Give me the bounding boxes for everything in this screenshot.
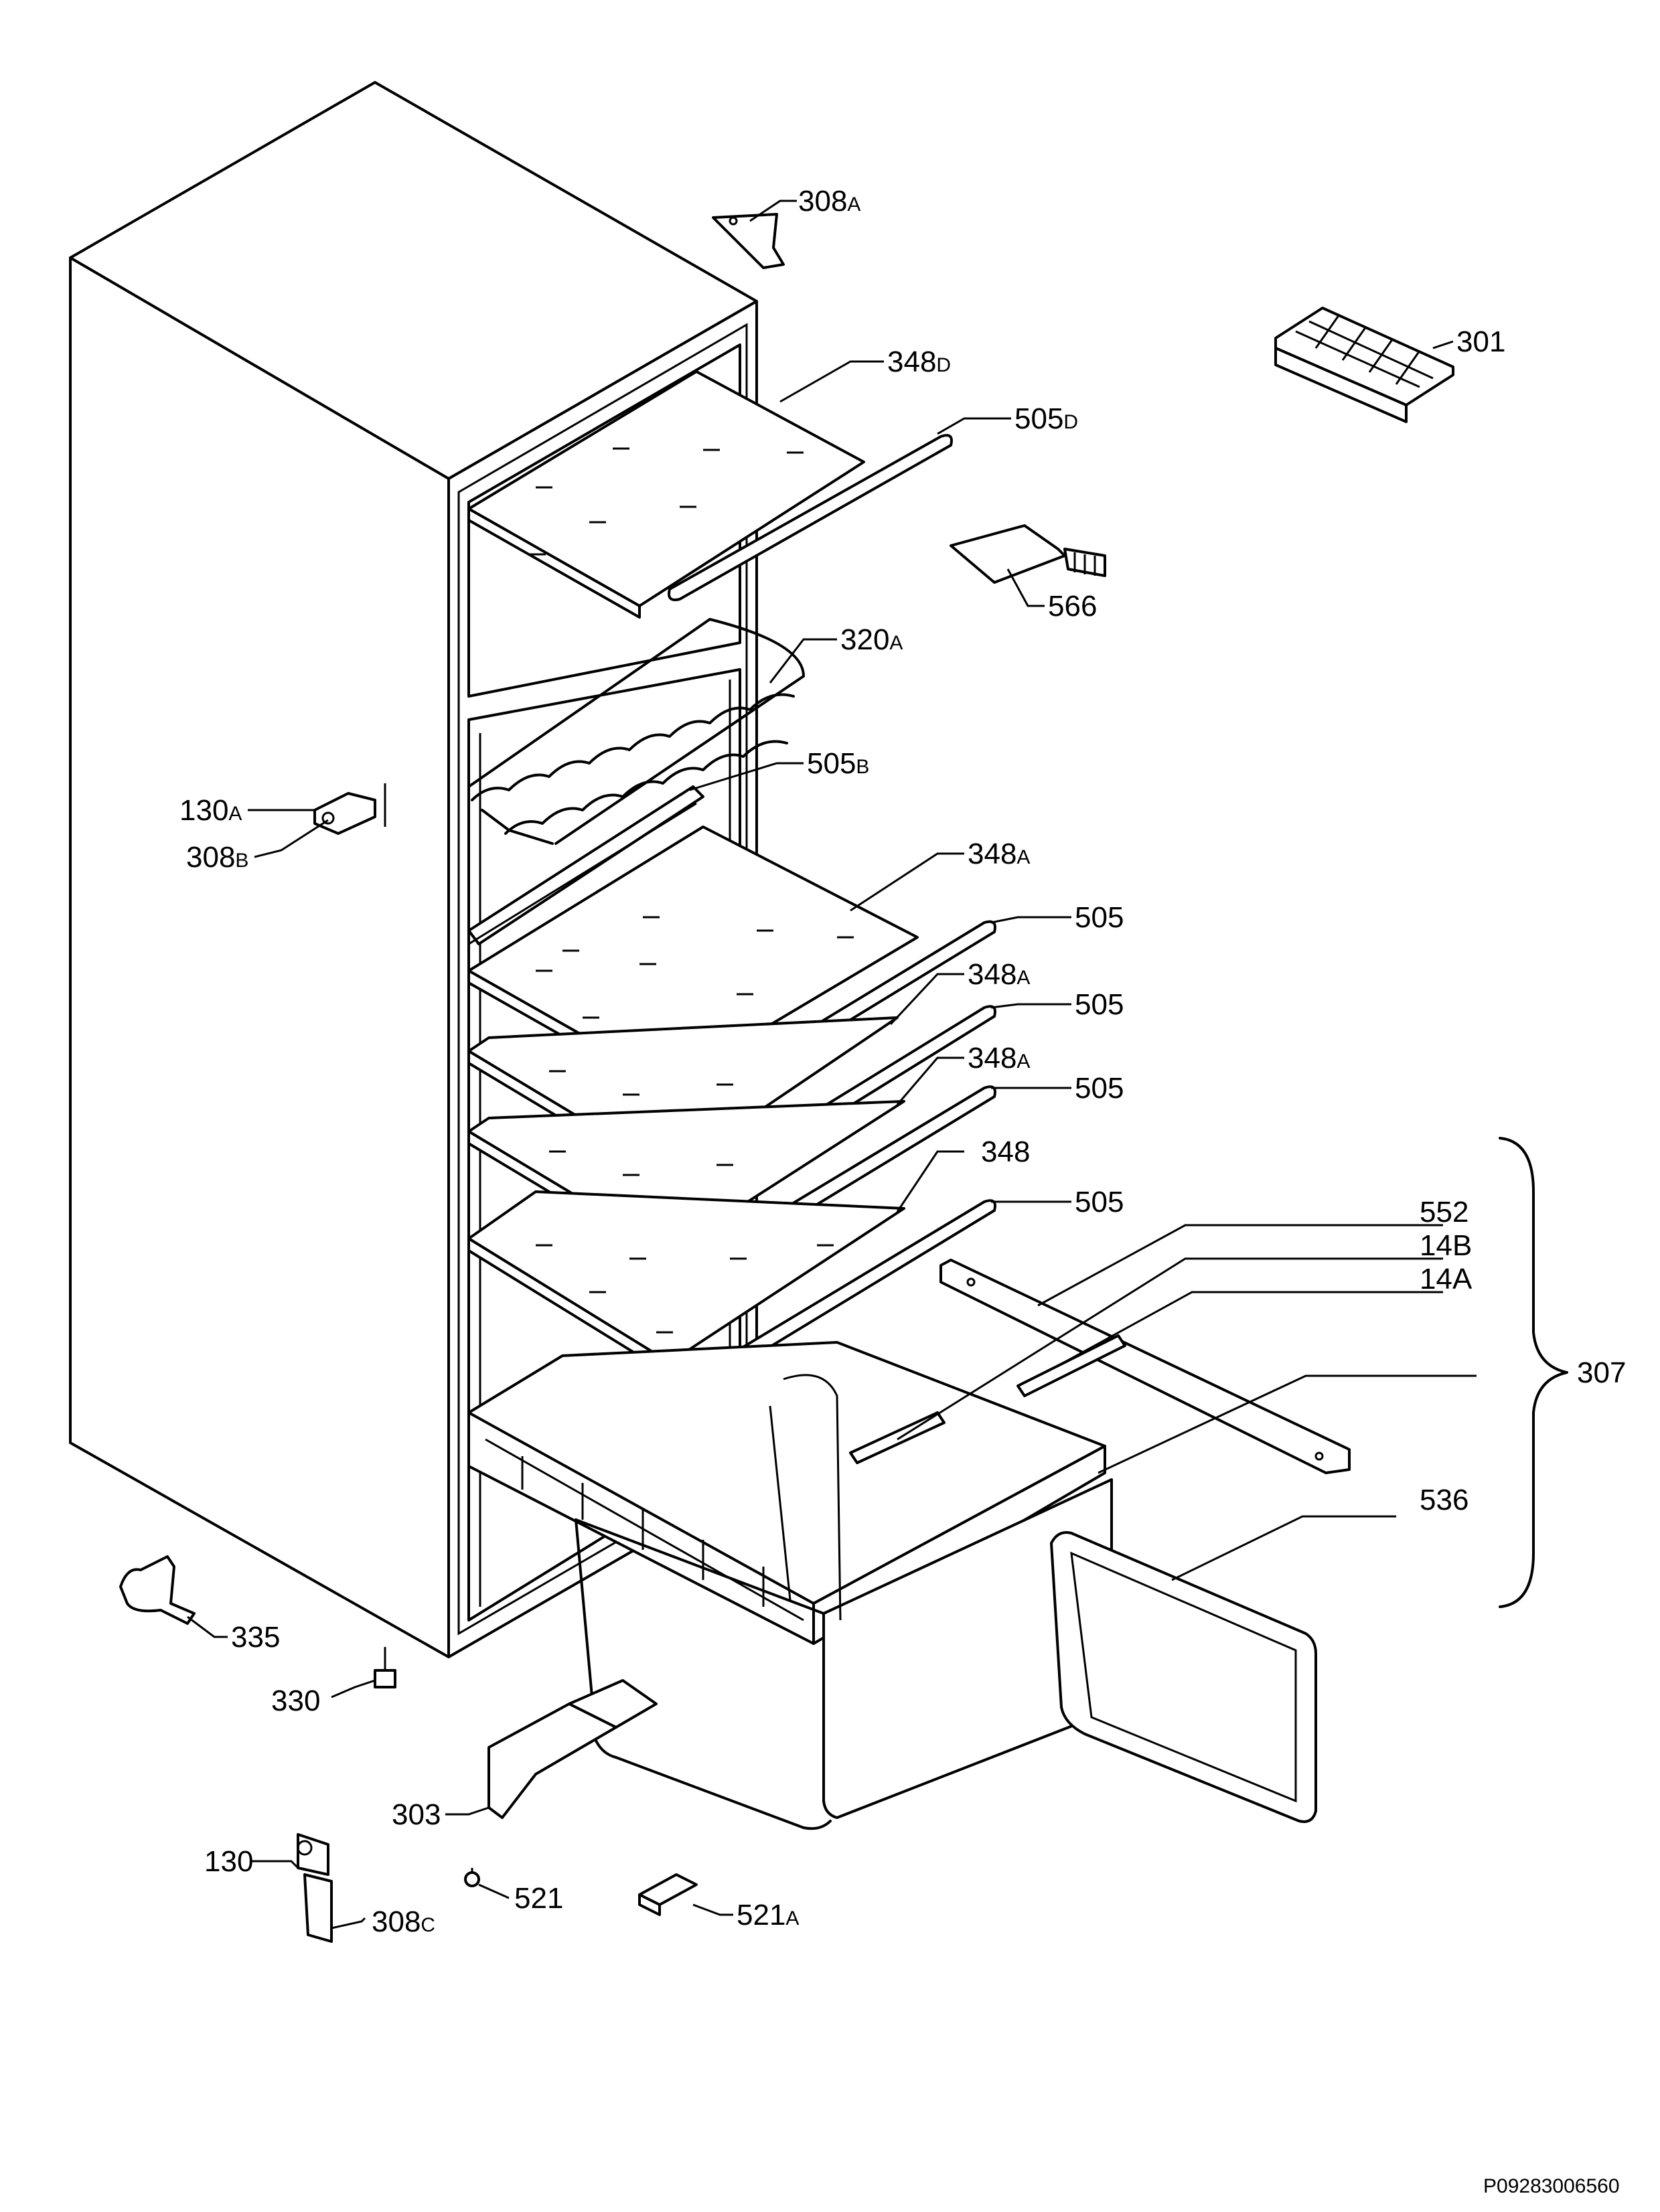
label-505-1: 505: [1075, 901, 1124, 934]
drawing-code: P09283006560: [1483, 2175, 1620, 2197]
label-348a-1: 348A: [968, 838, 1030, 870]
label-301: 301: [1456, 325, 1505, 358]
label-536: 536: [1420, 1484, 1468, 1516]
label-348a-3: 348A: [968, 1042, 1030, 1075]
crisper-drawer: [575, 1374, 1113, 1830]
label-505-3: 505: [1075, 1072, 1124, 1105]
label-308a: 308A: [798, 185, 860, 218]
label-308c: 308C: [372, 1905, 435, 1938]
label-330: 330: [271, 1684, 320, 1717]
shelf-trim-505d: [668, 434, 953, 601]
foot-335: [119, 1555, 196, 1625]
ice-scoop-566: [950, 524, 1106, 584]
glass-shelf-348: [467, 1190, 905, 1376]
label-505-2: 505: [1075, 988, 1124, 1021]
label-14b: 14B: [1420, 1229, 1472, 1262]
label-505d: 505D: [1014, 402, 1078, 435]
label-335: 335: [231, 1621, 280, 1654]
foot-screw-330: [374, 1647, 396, 1688]
label-521a: 521A: [737, 1899, 799, 1931]
leader-lines: [187, 200, 1477, 1929]
bottle-rack-320a: [467, 618, 805, 845]
label-308b: 308B: [186, 841, 248, 874]
part-labels: 308A 301 348D 505D 566 320A 505B 130A 30…: [179, 185, 1626, 1938]
freezer-shelf-348d: [467, 370, 865, 619]
toe-kick-303: [487, 1679, 658, 1819]
label-505-4: 505: [1075, 1186, 1124, 1218]
rail-552: [939, 1259, 1351, 1474]
label-130: 130: [204, 1845, 253, 1878]
label-130a: 130A: [179, 794, 242, 827]
hinge-130a: [313, 783, 386, 835]
label-303: 303: [392, 1798, 441, 1831]
bracket-308a: [712, 213, 785, 269]
plug-521: [464, 1868, 480, 1887]
glass-trim-505b: [467, 785, 704, 945]
label-14a: 14A: [1420, 1263, 1473, 1295]
label-521: 521: [514, 1882, 563, 1915]
hinge-130: [297, 1833, 333, 1943]
ice-tray-301: [1274, 307, 1454, 423]
label-348: 348: [981, 1135, 1030, 1168]
clip-14a: [1016, 1334, 1126, 1397]
clip-521a: [638, 1873, 698, 1916]
label-566: 566: [1048, 590, 1097, 623]
label-320a: 320A: [840, 623, 903, 656]
label-307: 307: [1577, 1356, 1626, 1389]
crisper-cover-536: [1050, 1531, 1317, 1823]
label-348a-2: 348A: [968, 958, 1030, 991]
label-552: 552: [1420, 1196, 1468, 1229]
label-348d: 348D: [887, 345, 951, 378]
group-bracket-307: [1499, 1137, 1568, 1608]
label-505b: 505B: [807, 747, 869, 780]
